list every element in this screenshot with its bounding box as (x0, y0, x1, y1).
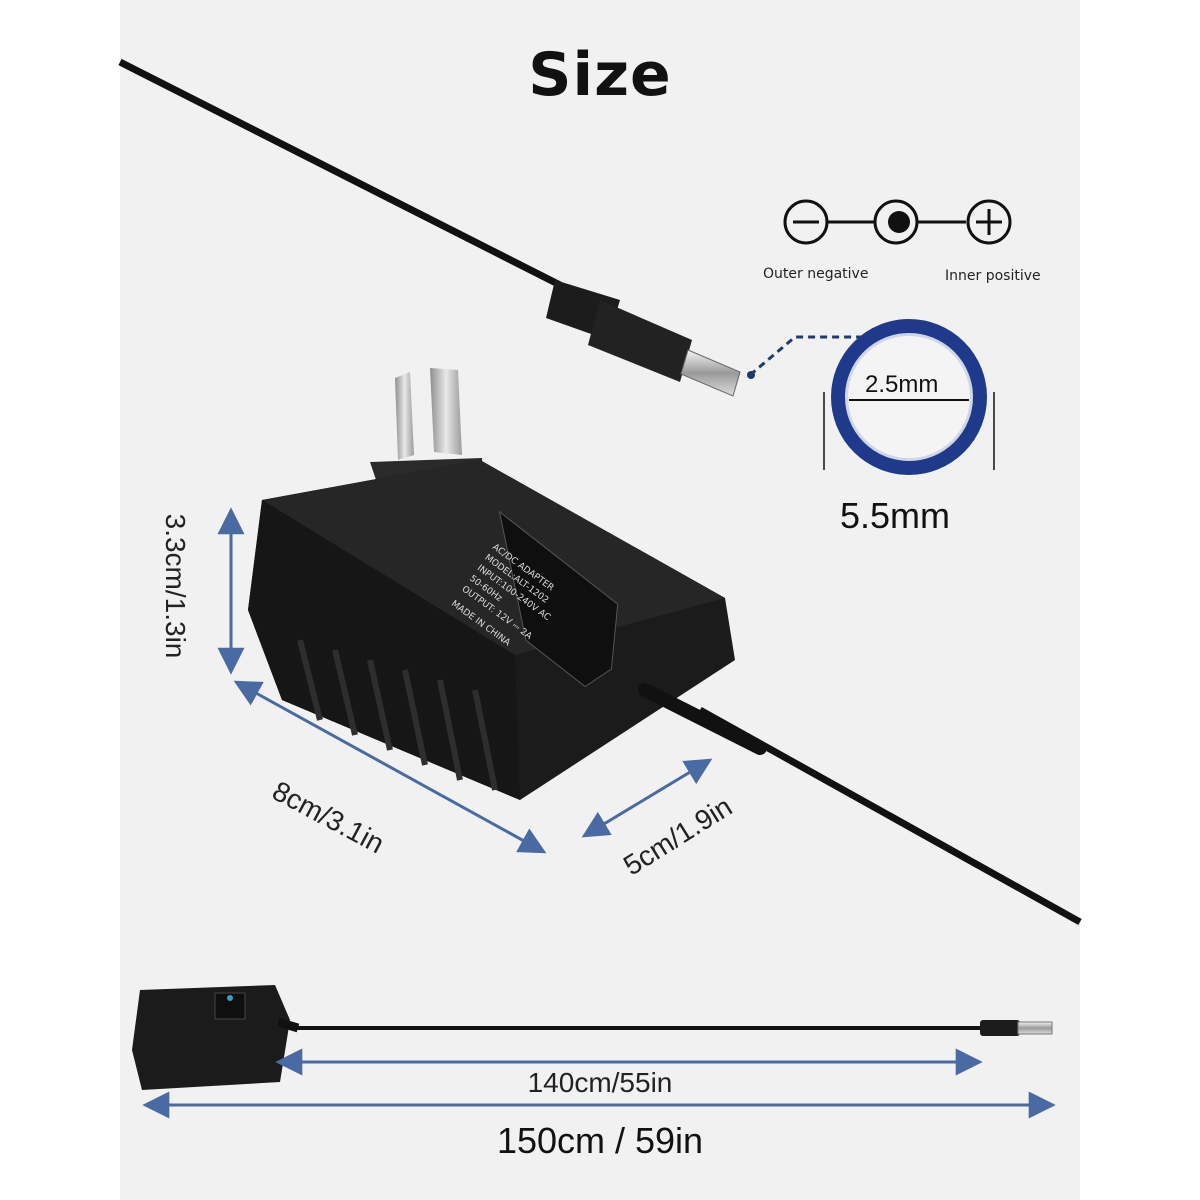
leader-line (749, 335, 870, 377)
outer-negative-label: Outer negative (763, 266, 869, 282)
page-title: Size (528, 40, 672, 110)
inner-diameter-label: 2.5mm (865, 371, 939, 398)
dc-cable-top (118, 58, 741, 397)
polarity-diagram (783, 199, 1012, 245)
plug-cross-section (823, 319, 995, 475)
full-length-view (132, 985, 1056, 1119)
outer-diameter-label: 5.5mm (840, 495, 951, 536)
dimension-arrows (217, 507, 713, 854)
total-length-label: 150cm / 59in (496, 1120, 704, 1161)
height-label: 3.3cm/1.3in (160, 513, 191, 659)
cord-length-label: 140cm/55in (527, 1067, 673, 1098)
inner-positive-label: Inner positive (945, 268, 1041, 284)
